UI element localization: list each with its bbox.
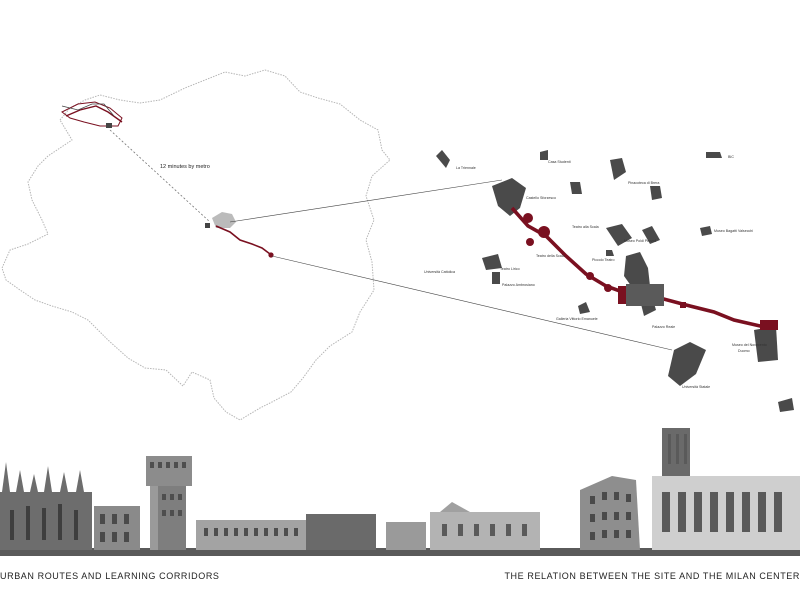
panorama-strip <box>0 428 800 556</box>
label-galleria: Galleria Vittorio Emanuele <box>556 317 598 321</box>
label-ambrosiano: Palazzo Ambrosiano <box>502 283 535 287</box>
site-route-secondary <box>61 103 115 117</box>
site-outline <box>61 101 123 127</box>
panorama-palazzo-2 <box>430 512 540 550</box>
duomo-block <box>626 284 664 306</box>
label-lirico: Teatro Lirico <box>500 267 520 271</box>
label-piccolo-teatro: Piccolo Teatro <box>592 258 615 262</box>
label-bic: BIC <box>728 155 734 159</box>
zoom-line-bottom <box>271 255 673 351</box>
label-cattolica: Università Cattolica <box>424 270 455 274</box>
centre-cluster <box>212 212 236 228</box>
label-triennale: La Triennale <box>456 166 476 170</box>
site-marker <box>106 123 112 128</box>
panorama-palazzo <box>196 520 306 550</box>
footer-right-title: THE RELATION BETWEEN THE SITE AND THE MI… <box>504 571 800 581</box>
footer-left-title: URBAN ROUTES AND LEARNING CORRIDORS <box>0 571 220 581</box>
centre-marker <box>205 223 210 228</box>
zoom-line-top <box>229 179 503 223</box>
label-casa-studenti: Casa Studenti <box>548 160 571 164</box>
panorama-building-3 <box>386 522 426 550</box>
panorama-building-2 <box>306 514 376 550</box>
label-bagatti: Museo Bagatti Valsecchi <box>714 229 753 233</box>
label-scala: Teatro alla Scala <box>572 225 599 229</box>
centre-route-end <box>268 252 274 258</box>
label-duomo: Duomo <box>738 349 750 353</box>
metro-label: 12 minutes by metro <box>160 164 210 170</box>
building-footprints <box>436 150 794 412</box>
label-teatro-scala: Teatro della Scala <box>536 254 565 258</box>
label-statale: Università Statale <box>682 385 710 389</box>
label-novecento: Museo del Novecento <box>732 343 767 347</box>
label-poldi-pezzoli: Museo Poldi Pezzoli <box>624 239 657 243</box>
site-route <box>65 105 123 123</box>
panorama-building-1 <box>94 506 140 550</box>
label-palazzo-reale: Palazzo Reale <box>652 325 675 329</box>
label-castello: Castello Sforzesco <box>526 196 556 200</box>
place-labels: La Triennale Castello Sforzesco Casa Stu… <box>424 155 767 389</box>
milan-boundary <box>1 69 391 421</box>
torre-velasca <box>146 456 192 550</box>
label-brera: Pinacoteca di Brera <box>628 181 659 185</box>
metro-connection <box>109 129 211 223</box>
centre-route <box>215 225 271 255</box>
panorama-corner-building <box>580 476 640 550</box>
